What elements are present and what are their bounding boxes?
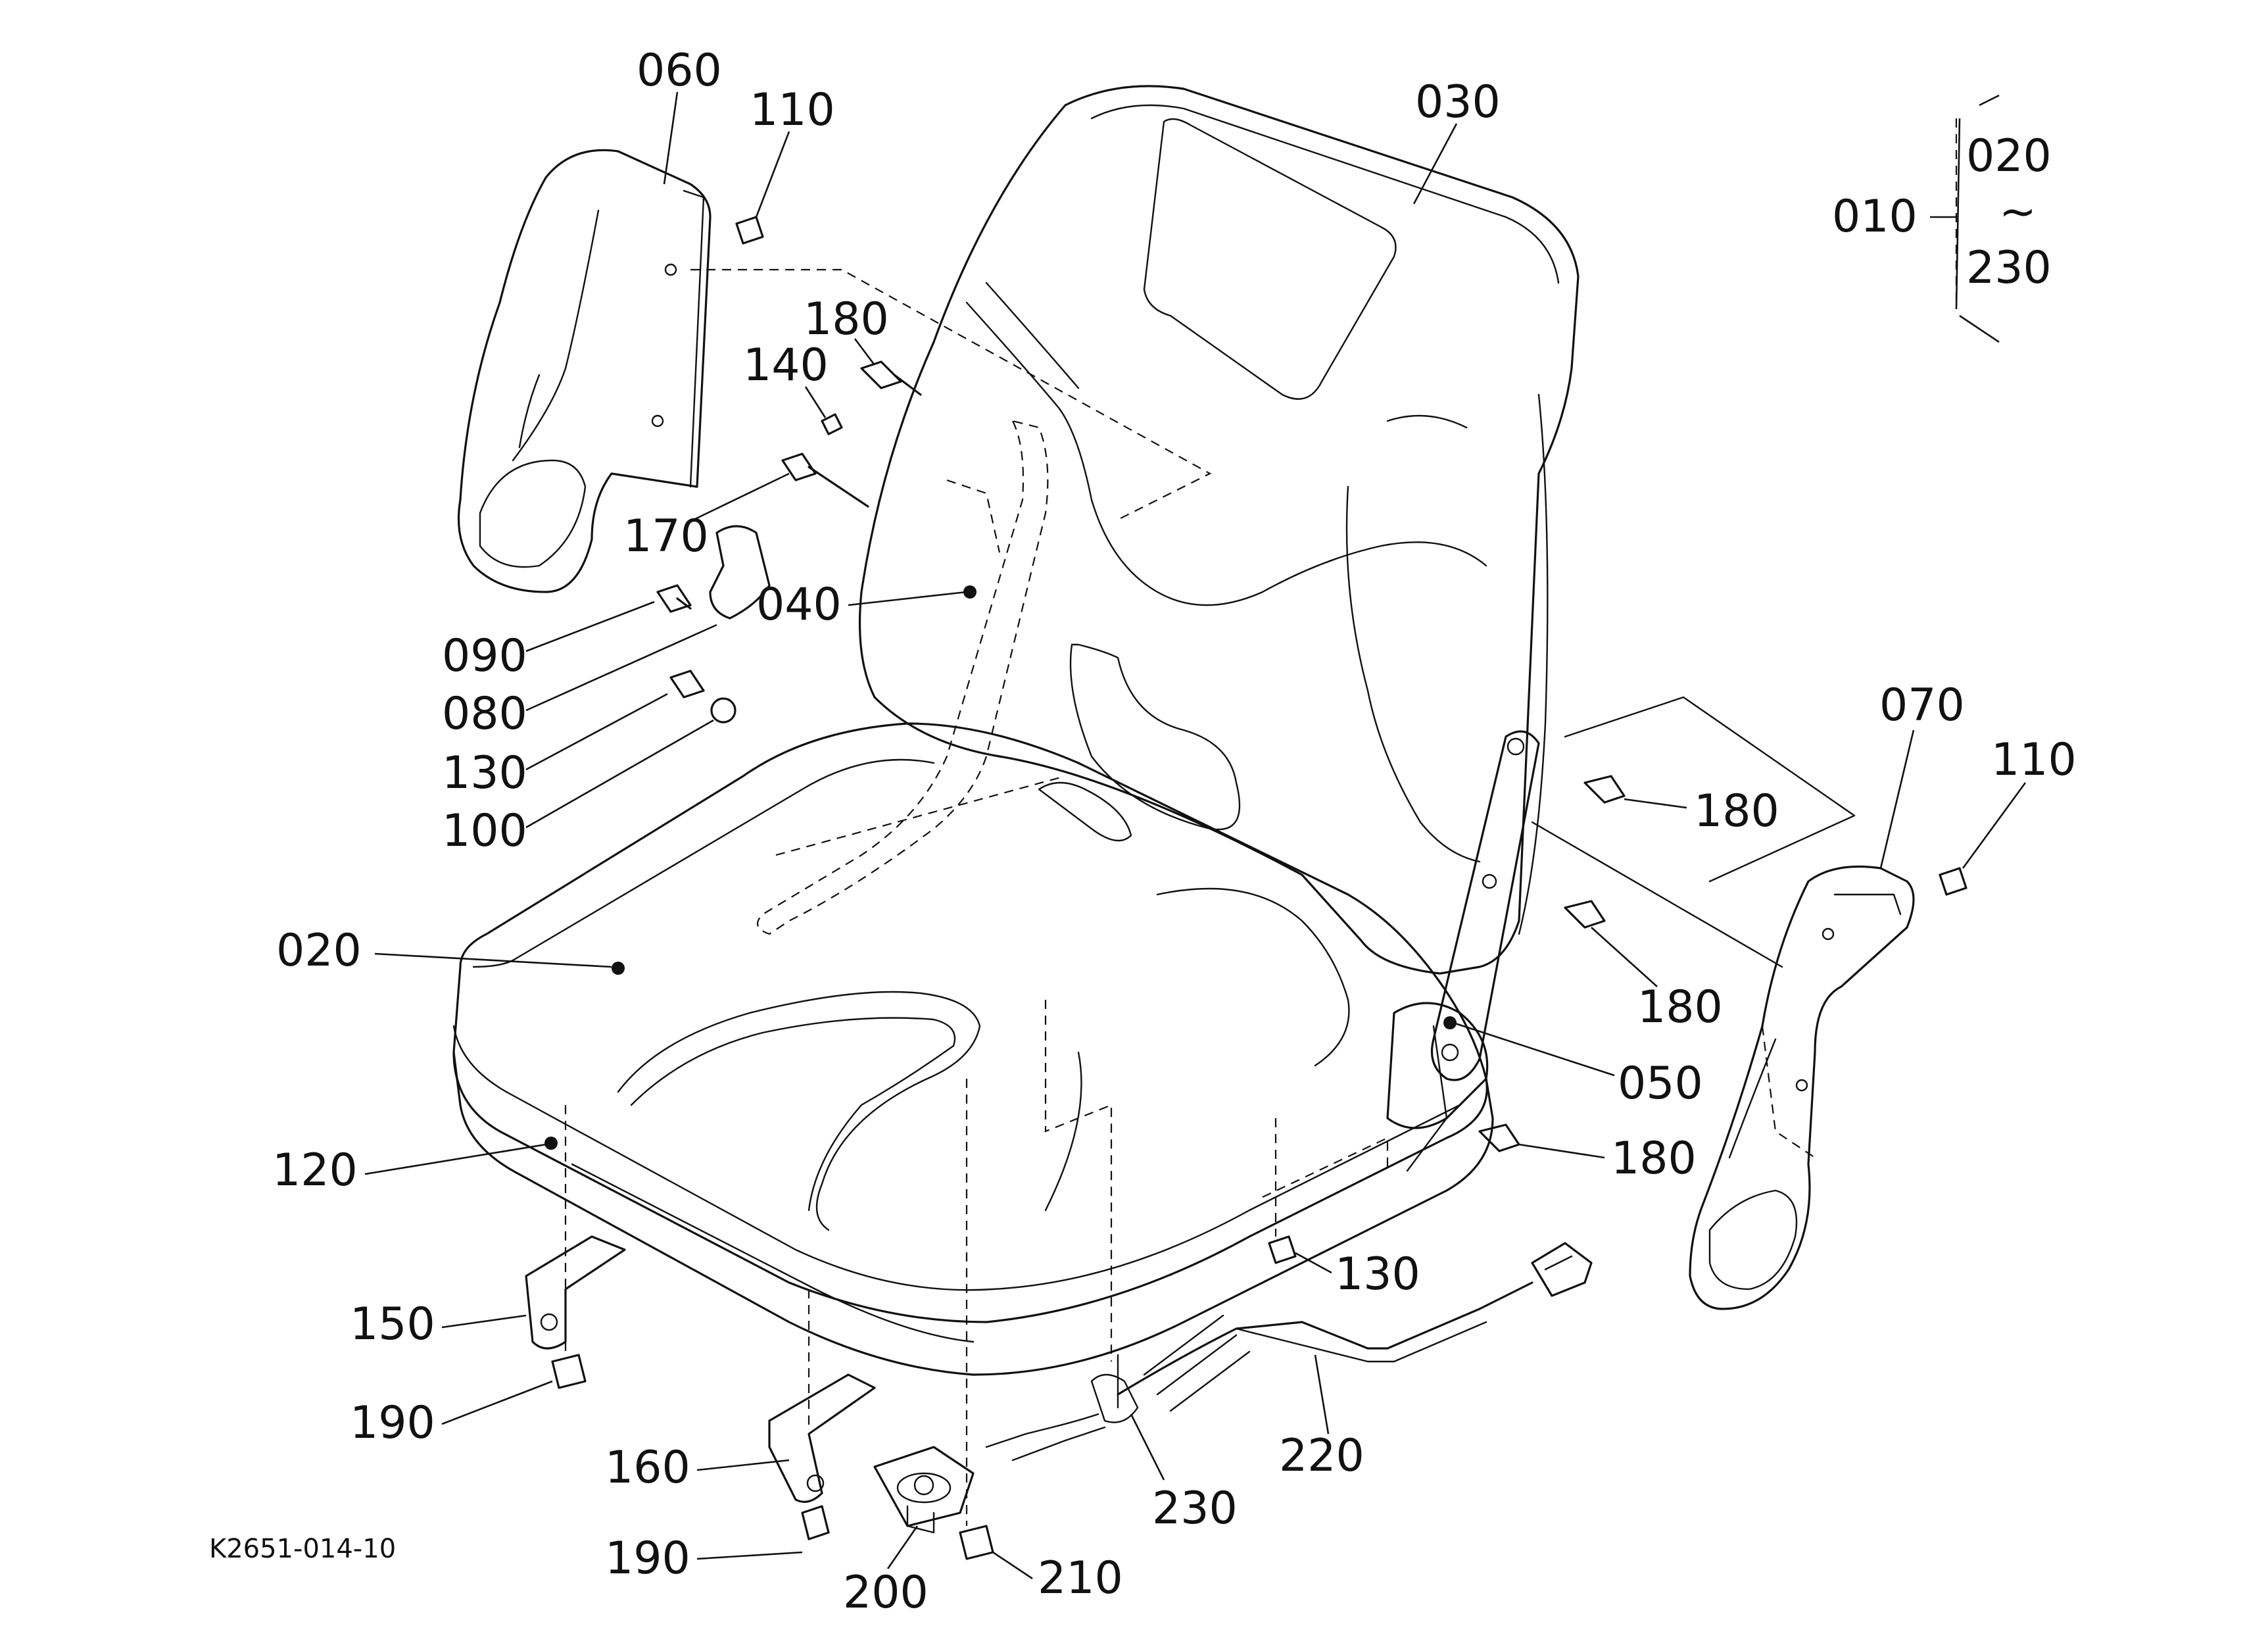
label-200: 200 xyxy=(843,1567,929,1619)
seat-pan xyxy=(452,1002,1494,1376)
label-080: 080 xyxy=(442,688,527,740)
label-130-left: 130 xyxy=(442,747,527,799)
label-160: 160 xyxy=(605,1442,690,1494)
label-090: 090 xyxy=(442,630,527,682)
seat-cushion xyxy=(452,722,1488,1323)
side-bracket xyxy=(1430,730,1540,1081)
label-100: 100 xyxy=(442,805,527,857)
label-010: 010 xyxy=(1832,191,1918,243)
label-150: 150 xyxy=(350,1298,435,1350)
label-210: 210 xyxy=(1038,1552,1123,1604)
label-120: 120 xyxy=(272,1144,358,1196)
label-040: 040 xyxy=(756,579,842,631)
label-190-bottom: 190 xyxy=(605,1533,690,1585)
label-030: 030 xyxy=(1415,76,1501,128)
label-110-right: 110 xyxy=(1991,734,2077,786)
armrest-right xyxy=(1689,865,1915,1310)
armrest-left xyxy=(457,149,712,593)
label-180-top: 180 xyxy=(804,293,889,345)
seat-switch xyxy=(873,1446,975,1534)
range-start-label: 020 xyxy=(1966,130,2052,182)
range-end-label: 230 xyxy=(1966,242,2052,294)
back-frame xyxy=(690,268,1212,935)
fasteners xyxy=(551,216,1967,1560)
label-230-part: 230 xyxy=(1152,1483,1238,1535)
label-140: 140 xyxy=(743,339,829,391)
label-050: 050 xyxy=(1618,1058,1703,1110)
label-190-left: 190 xyxy=(350,1397,435,1449)
label-180-right: 180 xyxy=(1694,785,1779,837)
label-060: 060 xyxy=(637,45,722,97)
range-tilde: ~ xyxy=(1999,186,2037,238)
assembly-guides xyxy=(1531,696,1856,968)
assembly-range-callout: 010 020 ~ 230 xyxy=(1832,94,2052,343)
label-220: 220 xyxy=(1279,1430,1364,1482)
label-180-bottom: 180 xyxy=(1611,1133,1697,1185)
label-020: 020 xyxy=(276,925,362,977)
mount-guides xyxy=(564,1000,1389,1526)
label-130-right: 130 xyxy=(1335,1248,1420,1300)
label-070: 070 xyxy=(1879,679,1965,731)
wire-harness xyxy=(985,1242,1593,1462)
seat-back xyxy=(858,85,1580,975)
label-110-left: 110 xyxy=(750,84,835,136)
drawing-code: K2651-014-10 xyxy=(209,1534,396,1564)
mount-brackets xyxy=(525,1235,876,1503)
label-180-mid: 180 xyxy=(1637,981,1723,1033)
part-labels: 060 110 180 140 170 040 090 080 130 100 … xyxy=(272,45,2077,1619)
